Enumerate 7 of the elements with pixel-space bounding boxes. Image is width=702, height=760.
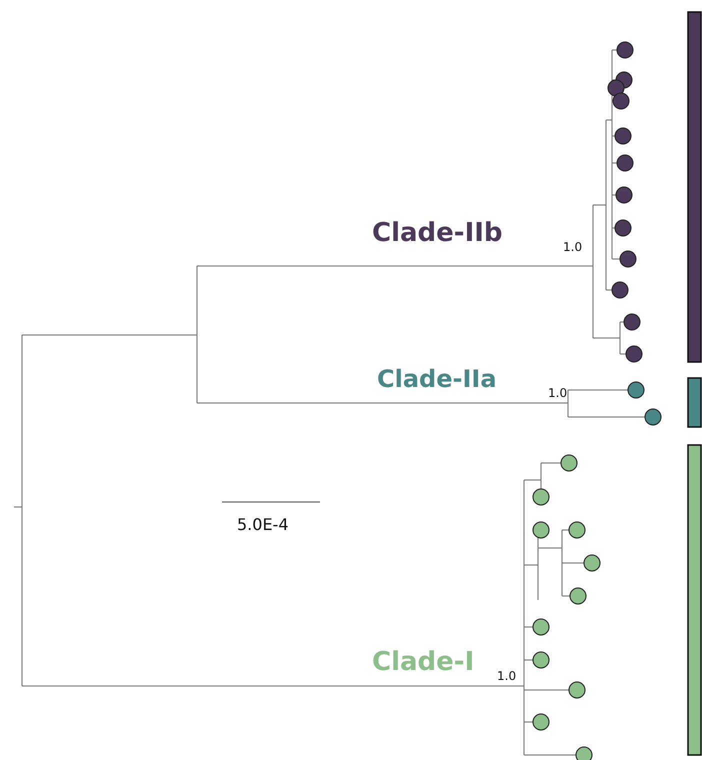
- clade-label: Clade-IIb: [372, 220, 503, 246]
- support-value: 1.0: [548, 387, 568, 399]
- clade-label: Clade-IIa: [377, 367, 497, 391]
- support-value: 1.0: [497, 670, 516, 682]
- scale-label: 5.0E-4: [237, 517, 289, 533]
- support-value: 1.0: [563, 241, 582, 253]
- clade-label: Clade-I: [372, 649, 474, 675]
